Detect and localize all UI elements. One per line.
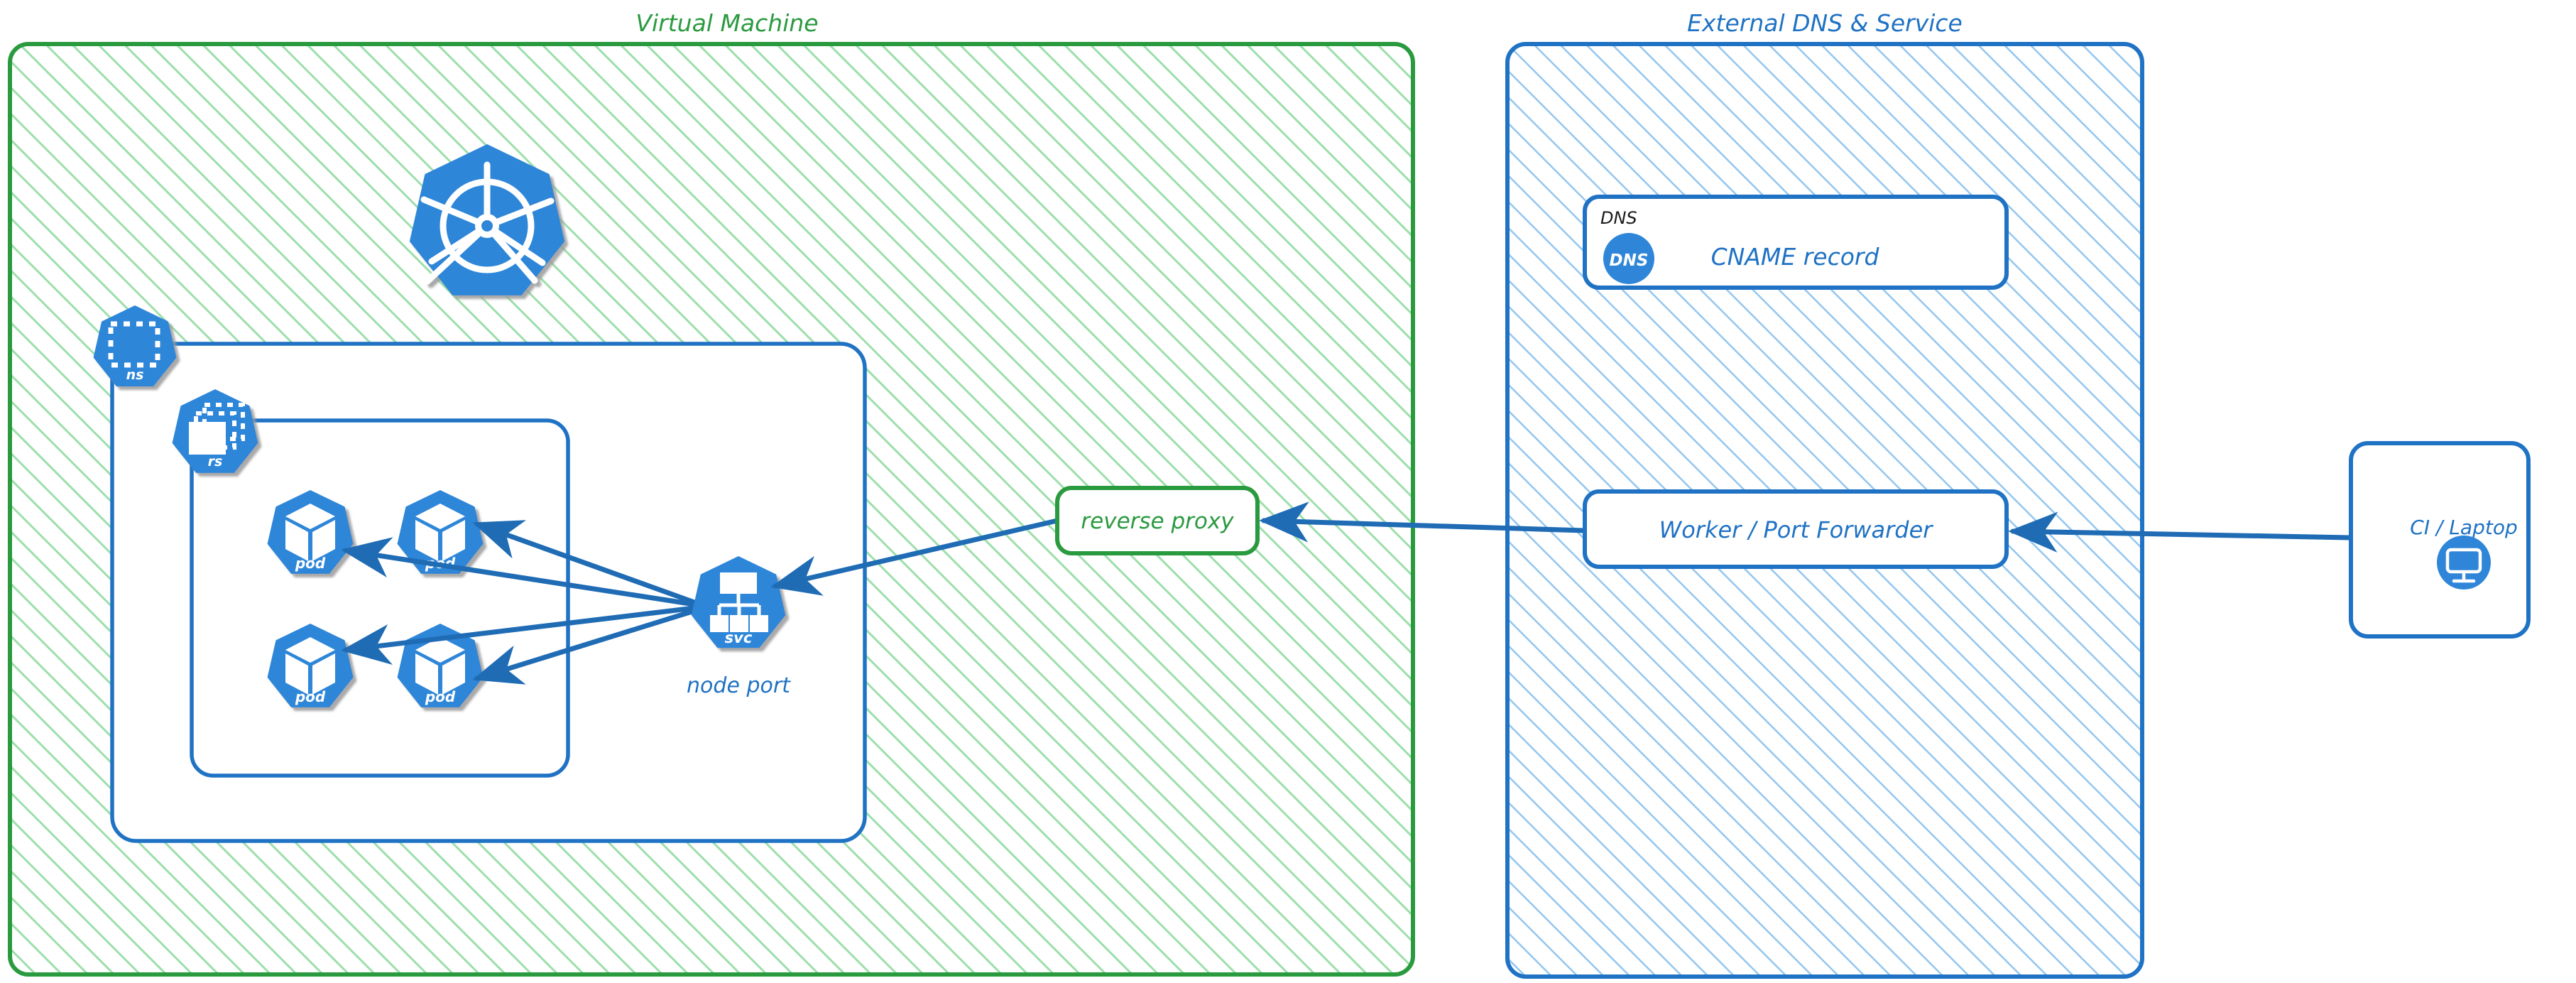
zone-title-virtual-machine: Virtual Machine xyxy=(635,9,818,37)
node-worker-port-forwarder[interactable]: Worker / Port Forwarder xyxy=(1583,489,2009,569)
worker-port-forwarder-label: Worker / Port Forwarder xyxy=(1659,516,1934,543)
dns-badge-icon xyxy=(1603,233,1654,284)
edge-reverse-proxy-to-service xyxy=(770,518,1060,596)
zone-title-external-dns-service: External DNS & Service xyxy=(1687,9,1963,37)
service-hierarchy-icon xyxy=(710,572,768,632)
namespace-glyph xyxy=(108,321,160,368)
replicaset-badge: rs xyxy=(172,389,258,473)
edge-worker-to-reverse-proxy xyxy=(1259,501,1588,543)
desktop-monitor-icon xyxy=(2437,536,2491,590)
cname-record-box[interactable] xyxy=(1583,195,2009,290)
cname-record-label: CNAME record xyxy=(1711,243,1880,271)
dns-box-header: DNS xyxy=(1600,208,1637,228)
namespace-badge-label: ns xyxy=(126,367,144,383)
reverse-proxy-label: reverse proxy xyxy=(1081,509,1234,534)
node-ci-laptop[interactable]: CI / Laptop xyxy=(2349,441,2531,639)
reverse-proxy-box[interactable] xyxy=(1055,486,1260,555)
edge-svc-to-pod-1 xyxy=(341,537,697,607)
worker-port-forwarder-box[interactable] xyxy=(1583,489,2009,569)
nodeport-caption: node port xyxy=(687,673,791,698)
pod-cube-icon xyxy=(415,504,465,561)
edge-svc-to-pod-4 xyxy=(472,608,697,685)
pod-cube-icon xyxy=(415,637,465,695)
service-badge-label: svc xyxy=(725,629,753,646)
pod-cube-icon xyxy=(285,504,335,561)
node-cname-record[interactable]: DNS DNS CNAME record xyxy=(1583,195,2009,290)
pod-2: pod xyxy=(397,490,484,574)
replicaset-container xyxy=(190,418,570,778)
pod-label: pod xyxy=(425,688,456,705)
namespace-badge: ns xyxy=(93,305,177,387)
edge-ci-laptop-to-worker xyxy=(2008,511,2354,553)
pod-label: pod xyxy=(295,688,326,705)
replicaset-badge-label: rs xyxy=(208,454,223,469)
dns-badge-text: DNS xyxy=(1610,251,1649,270)
edges-service-to-pods xyxy=(341,520,697,685)
edge-svc-to-pod-3 xyxy=(341,605,697,665)
pod-label: pod xyxy=(295,555,326,572)
ci-laptop-label: CI / Laptop xyxy=(2410,516,2517,539)
nodeport-service: svc xyxy=(691,556,786,648)
edge-svc-to-pod-2 xyxy=(472,520,697,605)
kubernetes-logo xyxy=(409,144,565,295)
pod-4: pod xyxy=(397,624,484,707)
replicaset-glyph xyxy=(189,403,245,455)
ci-laptop-box[interactable] xyxy=(2349,441,2531,639)
pod-3: pod xyxy=(267,624,354,707)
node-reverse-proxy[interactable]: reverse proxy xyxy=(1055,486,1260,555)
pod-cube-icon xyxy=(285,637,335,695)
pod-1: pod xyxy=(267,490,354,574)
